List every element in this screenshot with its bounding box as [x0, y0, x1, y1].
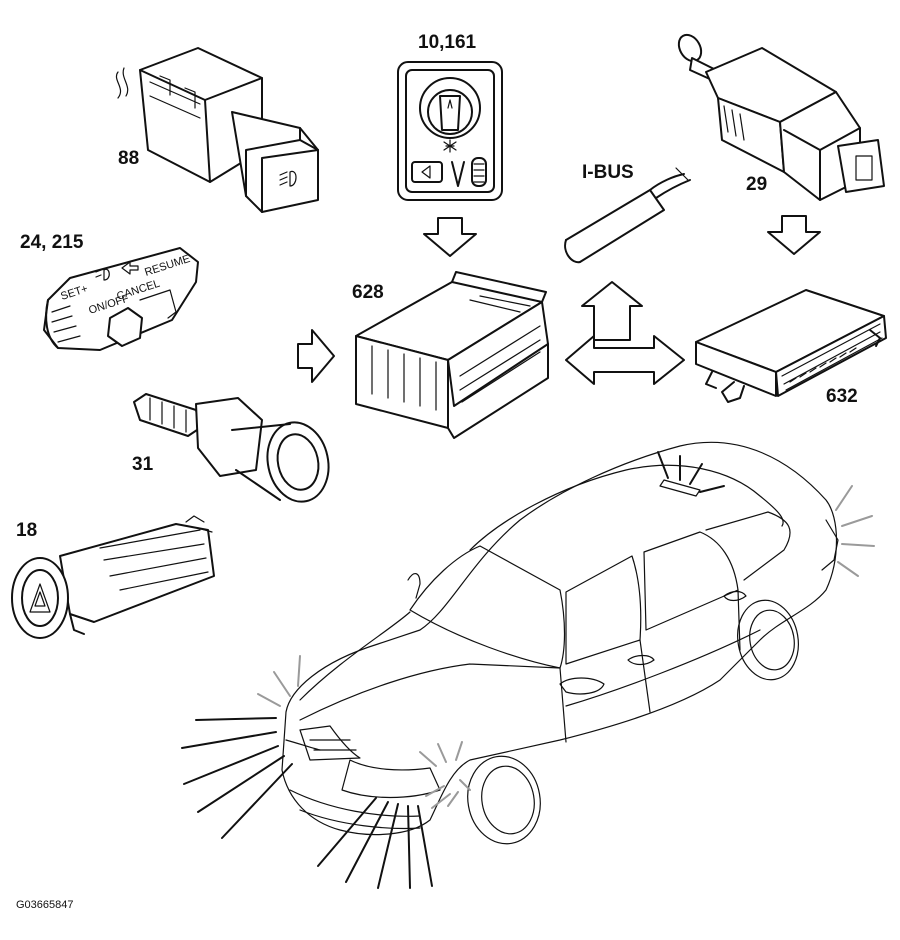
stalk-switch: SET+ ON/OFF CANCEL RESUME: [43, 247, 199, 351]
indicator-light-rays: [257, 485, 875, 809]
arrow-up-ibus: [581, 281, 643, 341]
label-88: 88: [118, 148, 139, 169]
brake-pedal-switch: [677, 33, 885, 201]
headlight-icon: [95, 268, 110, 281]
label-24-215: 24, 215: [20, 232, 84, 253]
brake-light-rays: [657, 451, 725, 493]
ibus-cable: [564, 167, 691, 264]
fog-lamp-icon: [279, 170, 297, 187]
temperature-sensor: [133, 393, 330, 503]
dimmer-icon: [443, 139, 457, 153]
arrow-right-into-628: [297, 329, 335, 383]
light-switch-panel: [397, 61, 503, 201]
rear-fog-icon: [421, 165, 431, 179]
label-628: 628: [352, 282, 384, 303]
label-10-161: 10,161: [418, 32, 477, 53]
arrow-double-628-632: [565, 335, 685, 385]
car-body: [281, 441, 839, 845]
figure-id: G03665847: [16, 899, 74, 911]
control-module-628: [355, 271, 549, 439]
arrow-down-light-switch: [423, 217, 477, 257]
arrow-indicator-icon: [121, 261, 139, 275]
fog-lamp-switch: [115, 47, 319, 213]
label-ibus: I-BUS: [582, 162, 634, 183]
front-light-rays: [181, 717, 433, 889]
label-632: 632: [826, 386, 858, 407]
label-18: 18: [16, 520, 37, 541]
control-module-632: [695, 289, 887, 403]
label-31: 31: [132, 454, 154, 475]
warning-triangle-icon: [29, 583, 51, 613]
hazard-switch: [11, 515, 215, 639]
label-29: 29: [746, 174, 767, 195]
arrow-down-brake-switch: [767, 215, 821, 255]
